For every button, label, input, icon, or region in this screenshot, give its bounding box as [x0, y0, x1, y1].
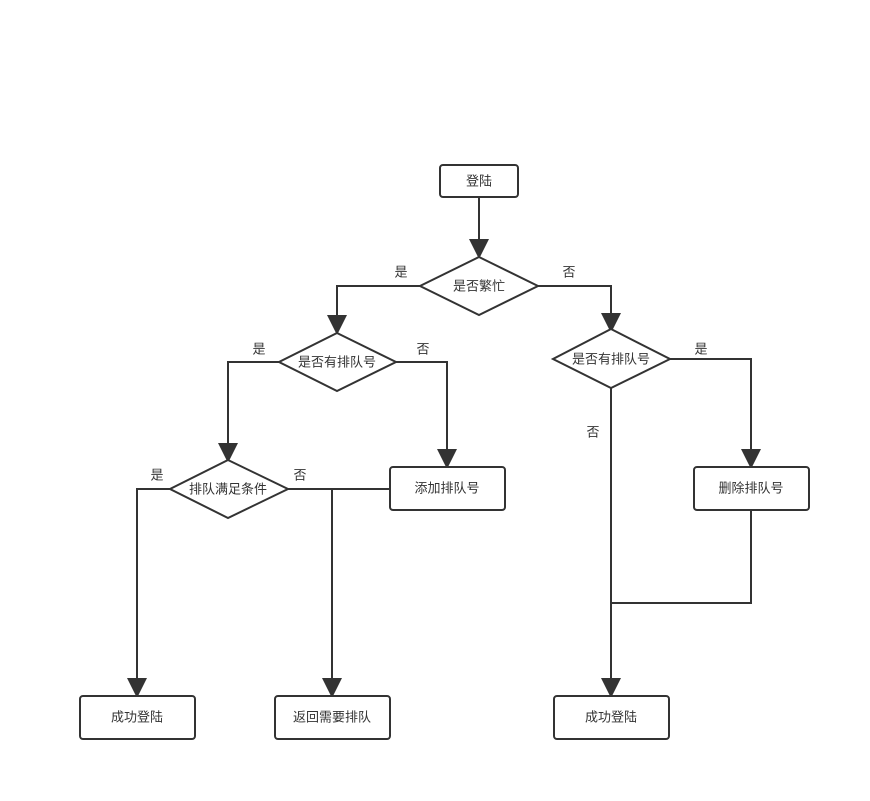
busy-no-label: 否 [562, 266, 575, 281]
edge-queue-ok-yes [127, 488, 170, 698]
start-node-label: 登陆 [466, 174, 492, 190]
right-has-queue-decision [550, 327, 673, 390]
start-node [439, 164, 519, 198]
queue-ok-yes-label: 是 [150, 469, 163, 484]
edge-queue-ok-no [288, 488, 342, 698]
success-left-label: 成功登陆 [111, 710, 163, 726]
delete-queue-label: 删除排队号 [718, 482, 783, 497]
edge-labels: 是 否 是 否 是 否 是 否 [150, 266, 707, 484]
queue-condition-decision [167, 458, 291, 520]
success-left-node [79, 695, 196, 740]
left-has-queue-label: 是否有排队号 [298, 356, 376, 371]
success-right-label: 成功登陆 [585, 710, 637, 726]
add-queue-label: 添加排队号 [414, 482, 479, 497]
right-has-yes-label: 是 [694, 343, 707, 358]
right-has-queue-label: 是否有排队号 [572, 353, 650, 368]
busy-yes-label: 是 [394, 266, 407, 281]
edges [127, 198, 761, 698]
left-has-yes-label: 是 [252, 343, 265, 358]
return-queue-label: 返回需要排队 [293, 711, 371, 726]
nodes: 登陆 是否繁忙 是否有排队号 是否有排队号 排队满足条件 添加排队号 删除排队号… [79, 164, 810, 740]
left-has-queue-decision [276, 331, 399, 393]
busy-decision-label: 是否繁忙 [453, 279, 505, 295]
edge-busy-no [538, 285, 621, 333]
success-right-node [553, 695, 670, 740]
queue-condition-label: 排队满足条件 [189, 482, 267, 498]
edge-left-has-no [396, 361, 457, 469]
edge-right-has-yes [670, 358, 761, 469]
return-queue-node [274, 695, 391, 740]
edge-delete-to-success [611, 510, 752, 604]
delete-queue-node [693, 466, 810, 511]
edge-left-has-yes [218, 361, 279, 463]
add-queue-node [389, 466, 506, 511]
busy-decision [417, 255, 541, 317]
queue-ok-no-label: 否 [293, 469, 306, 484]
left-has-no-label: 否 [416, 343, 429, 358]
right-has-no-label: 否 [586, 426, 599, 441]
edge-busy-yes [327, 285, 420, 335]
